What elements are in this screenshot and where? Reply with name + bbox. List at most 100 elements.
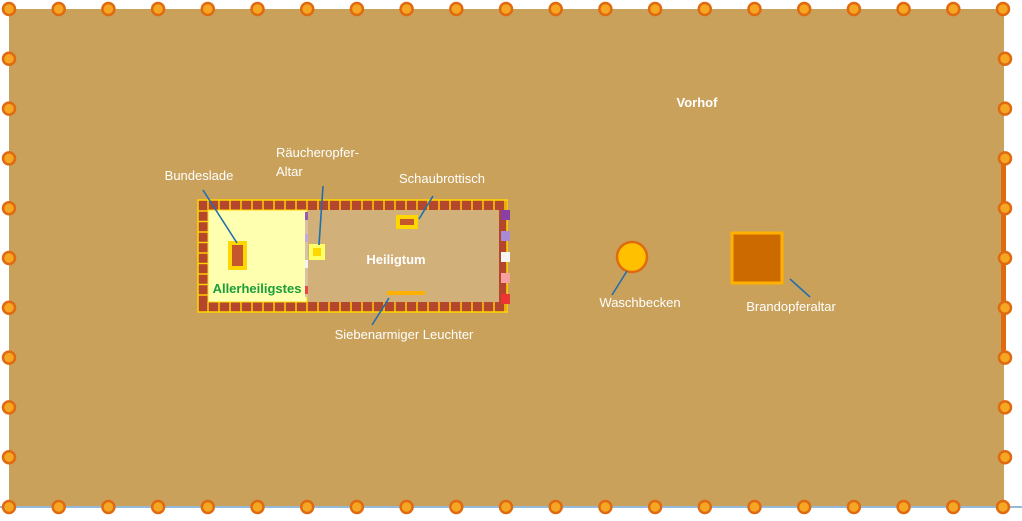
courtyard-posts [1,1,1013,515]
courtyard-post [349,499,365,515]
tent-board-seam [251,200,253,210]
tent-board-seam [198,231,208,233]
tent-board-seam [229,302,231,312]
tent-board-seam [198,220,208,223]
courtyard-post [997,151,1013,166]
veil-color-mark [305,260,308,268]
courtyard-post [995,1,1011,17]
tent-board-seam [218,302,220,312]
entrance-curtain-square [501,273,510,283]
tent-board-seam [449,200,451,210]
tent-board-seam [449,302,451,312]
tent-board-seam [262,302,264,312]
tent-board-seam [240,200,242,210]
courtyard-post [946,1,961,17]
courtyard-post [498,1,514,17]
burnt-offering-altar-label: Brandopferaltar [746,299,836,314]
tent-entrance-curtain [501,210,510,304]
tent-board-seam [273,302,275,312]
courtyard-post [997,449,1013,465]
tent-board-seam [295,200,297,210]
lampstand-leader-line [371,297,390,326]
courtyard-post [997,51,1013,67]
courtyard-post [548,499,563,515]
tent-board-seam [394,302,396,312]
veil-color-mark [305,234,308,242]
courtyard-post [896,499,911,515]
tent-board-seam [207,302,209,312]
showbread-table-label: Schaubrottisch [399,171,485,186]
holy-of-holies-label: Allerheiligstes [213,281,302,296]
courtyard-post [997,101,1013,116]
tent-board-seam [328,302,330,312]
holy-of-holies-area [208,210,307,302]
tent-board-seam [198,210,208,212]
incense-altar-leader-line [318,185,324,246]
tent-board-seam [198,273,208,275]
veil-marks [305,212,308,294]
entrance-curtain-square [501,252,510,262]
tent-board-seam [262,200,264,210]
courtyard-post [51,1,66,17]
tent-board-seam [372,302,374,312]
tent-board-seam [460,302,462,312]
tent-board-seam [198,241,208,244]
courtyard-post [299,1,315,17]
courtyard-post [995,499,1011,515]
tent-board-seam [504,302,506,312]
showbread-table-leader-line [418,195,434,220]
courtyard-post [997,300,1013,316]
burnt-offering-altar [730,231,784,285]
tent-board-seam [416,302,418,312]
courtyard-post [1,499,17,515]
lampstand [387,291,425,295]
courtyard-post [1,250,17,266]
altar-leader-line [789,278,811,298]
tent-board-seam [405,200,407,210]
courtyard-post [449,1,464,17]
courtyard-label: Vorhof [677,95,719,110]
tent-board-seam [198,262,208,265]
courtyard-post [747,1,762,17]
tent-board-seam [317,200,319,210]
courtyard-post [846,1,862,17]
entrance-curtain-square [501,231,510,241]
incense-altar-label-line1: Räucheropfer- [276,145,359,160]
tent-board-seam [460,200,462,210]
tent-board-seam [229,200,231,210]
veil-color-mark [305,212,308,220]
courtyard-post [796,1,812,17]
tent-board-seam [438,302,440,312]
courtyard-post [647,499,663,515]
tent-board-seam [273,200,275,210]
tent-board-seam [361,200,363,210]
courtyard-post [747,499,762,515]
incense-altar [313,248,321,256]
tent-board-seam [482,302,484,312]
courtyard-post [101,1,116,17]
courtyard-post [946,499,961,515]
tent-board-seam [198,252,208,254]
courtyard-post [1,51,17,67]
courtyard-post [997,200,1013,216]
tent-board-seam [284,302,286,312]
courtyard-post [449,499,464,515]
tent-board-seam [198,283,208,286]
laver-label: Waschbecken [599,295,680,310]
tent-board-seam [339,200,341,210]
tent-board-seam [471,302,473,312]
tent-board-seam [339,302,341,312]
courtyard-post [51,499,66,515]
courtyard-post [846,499,862,515]
courtyard-post [697,499,713,515]
courtyard-post [598,499,613,515]
lampstand-label: Siebenarmiger Leuchter [335,327,474,342]
tent-board-seam [504,200,506,210]
tent-board-seam [306,302,308,312]
tent-board-seam [207,200,209,210]
tent-board-seam [394,200,396,210]
ark-of-covenant [232,245,243,266]
courtyard-post [647,1,663,17]
tent-board-seam [482,200,484,210]
